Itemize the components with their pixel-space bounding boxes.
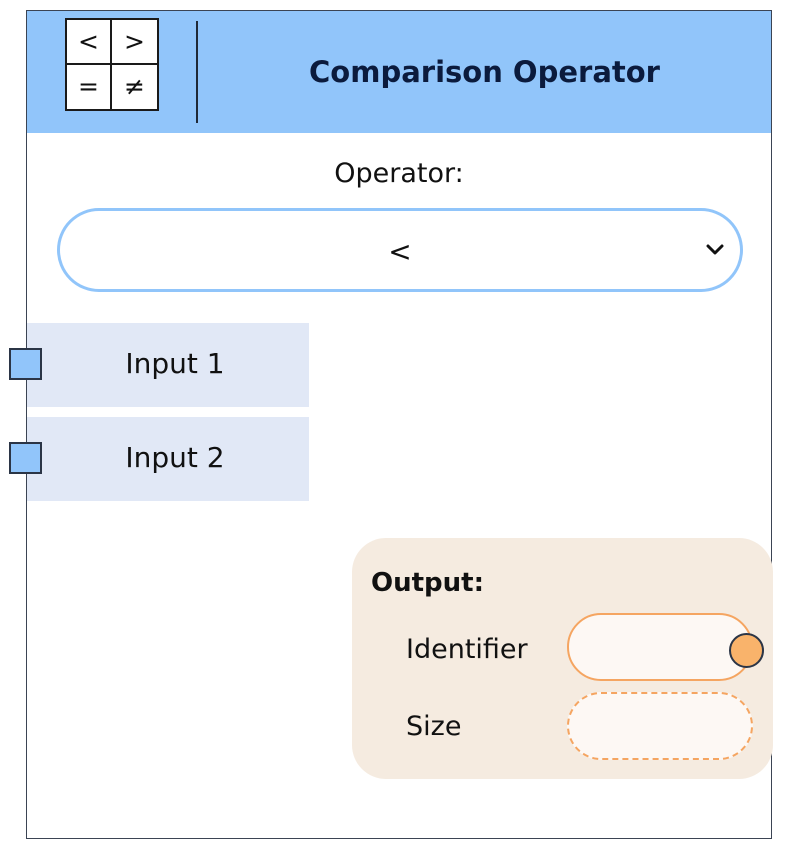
operator-select[interactable]: < bbox=[57, 208, 743, 292]
input-2-label: Input 2 bbox=[125, 441, 225, 474]
input-1-port[interactable] bbox=[9, 348, 42, 380]
node-title: Comparison Operator bbox=[309, 55, 660, 89]
input-2-port[interactable] bbox=[9, 442, 42, 474]
output-panel: Output: Identifier Size bbox=[352, 538, 773, 779]
comparison-operator-logo-icon: < > = ≠ bbox=[65, 18, 159, 111]
not-equals-symbol: ≠ bbox=[124, 72, 145, 102]
equals-symbol: = bbox=[67, 64, 112, 109]
node-header[interactable]: < > = ≠ Comparison Operator bbox=[27, 11, 771, 133]
input-row-1: Input 1 bbox=[9, 323, 309, 407]
input-row-2: Input 2 bbox=[9, 417, 309, 501]
comparison-operator-node[interactable]: < > = ≠ Comparison Operator Operator: < … bbox=[9, 10, 773, 839]
output-port[interactable] bbox=[729, 633, 764, 668]
output-title: Output: bbox=[371, 568, 484, 598]
identifier-field[interactable] bbox=[567, 613, 753, 681]
input-1-label: Input 1 bbox=[125, 347, 225, 380]
size-label: Size bbox=[406, 711, 462, 742]
header-divider bbox=[196, 21, 198, 123]
size-field[interactable] bbox=[567, 692, 753, 760]
operator-selected-value: < bbox=[388, 235, 412, 268]
greater-than-symbol: > bbox=[112, 20, 157, 65]
operator-label: Operator: bbox=[334, 158, 464, 189]
identifier-label: Identifier bbox=[406, 634, 528, 665]
chevron-down-icon bbox=[706, 244, 724, 255]
less-than-symbol: < bbox=[67, 20, 112, 65]
